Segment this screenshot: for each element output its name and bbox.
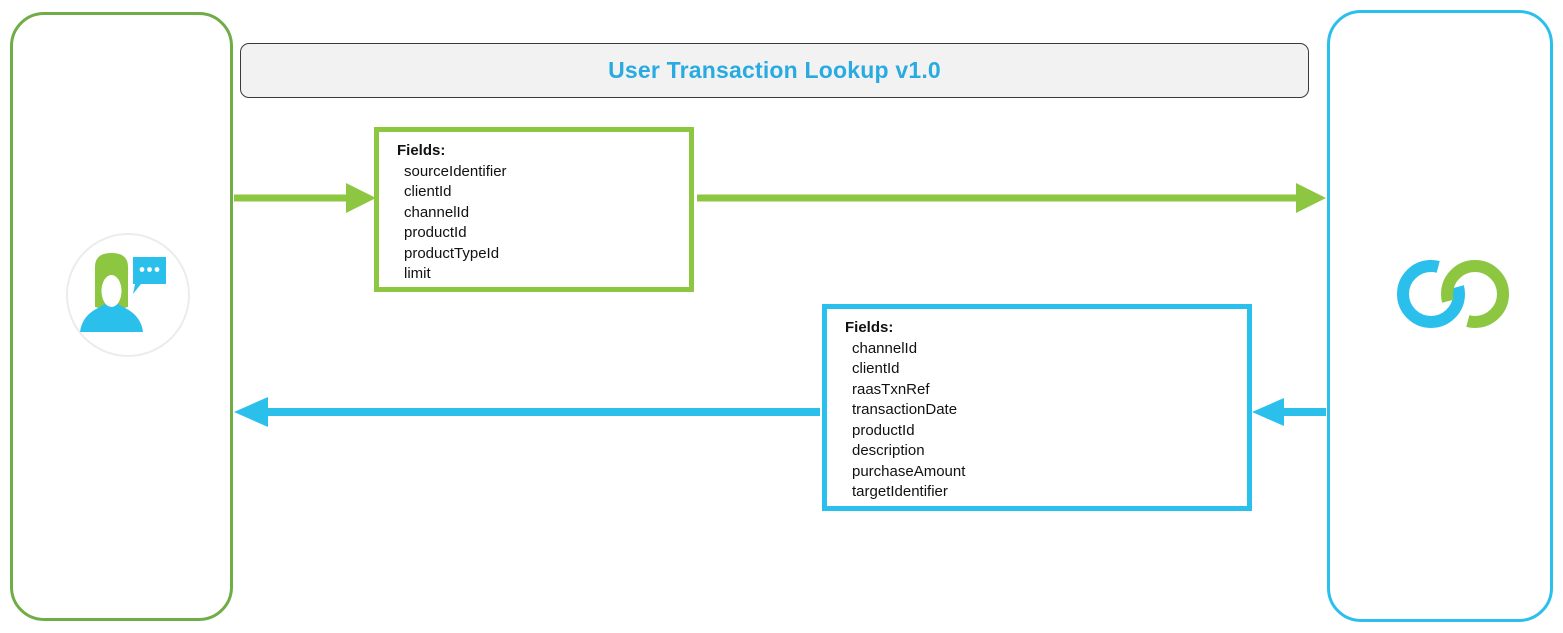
field-item: limit	[404, 265, 431, 282]
field-item: purchaseAmount	[852, 462, 966, 480]
bubble-dot	[154, 267, 160, 272]
title-bar: User Transaction Lookup v1.0	[240, 43, 1309, 98]
request-arrow-right	[697, 183, 1326, 213]
response-fields-title: Fields:	[845, 319, 894, 336]
user-speech-icon	[66, 233, 190, 357]
interlocking-rings-logo	[1397, 260, 1509, 328]
field-item: targetIdentifier	[852, 483, 948, 500]
response-arrow-right	[1252, 398, 1326, 426]
green-ring-icon	[1441, 260, 1509, 328]
field-item: transactionDate	[852, 401, 958, 418]
request-arrow-left	[234, 183, 376, 213]
field-item: raasTxnRef	[852, 380, 930, 398]
speech-bubble-icon	[133, 257, 166, 294]
field-item: clientId	[852, 360, 900, 377]
request-fields-box: Fields: sourceIdentifier clientId channe…	[374, 127, 694, 292]
field-item: productTypeId	[404, 244, 500, 262]
user-shoulders	[80, 302, 143, 332]
response-fields-box: Fields: channelId clientId raasTxnRef tr…	[822, 304, 1252, 511]
field-item: productId	[852, 421, 915, 439]
field-item: channelId	[404, 203, 470, 221]
blue-ring-icon	[1397, 260, 1465, 328]
field-item: productId	[404, 224, 467, 241]
field-item: clientId	[404, 183, 452, 200]
bubble-dot	[147, 267, 152, 272]
field-item: description	[852, 442, 925, 459]
user-face	[101, 275, 122, 307]
field-item: channelId	[852, 339, 918, 357]
page-title: User Transaction Lookup v1.0	[608, 57, 941, 83]
field-item: sourceIdentifier	[404, 162, 507, 180]
response-arrow-left	[234, 397, 820, 427]
bubble-dot	[139, 267, 145, 272]
request-fields-title: Fields:	[397, 142, 446, 159]
